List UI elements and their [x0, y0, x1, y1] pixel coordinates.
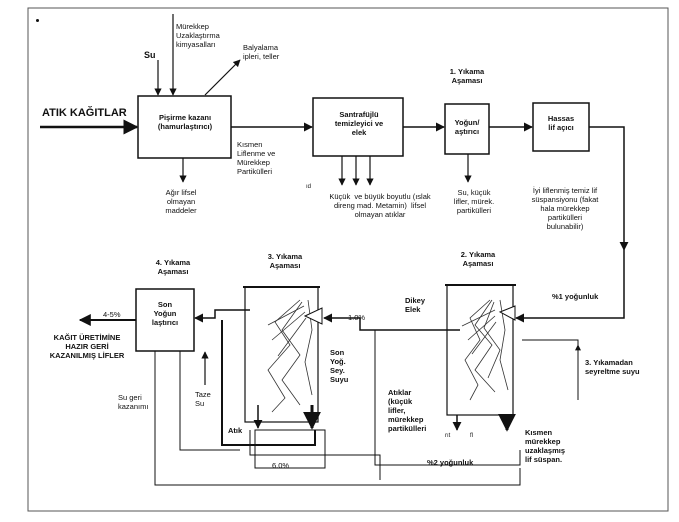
fine-fiber-opener-box	[532, 102, 590, 152]
final-thickener-box	[135, 288, 195, 352]
bottom-tray	[254, 429, 326, 469]
vertical-screen-label: Dikey Elek	[405, 296, 426, 314]
dilution-water-label: 3. Yıkamadan seyreltme suyu	[585, 358, 640, 376]
fiber-suspension-label: İyi liflenmiş temiz lif süspansiyonu (fa…	[531, 186, 599, 231]
baling-wire-label: Balyalama ipleri, teller	[243, 43, 280, 61]
small-mark-bottom: fl	[470, 433, 473, 439]
centrifugal-cleaner-box	[312, 97, 404, 157]
heavy-rejects-label: Ağır lifsel olmayan maddeler	[165, 188, 197, 215]
arrow-baling	[204, 59, 241, 96]
wash-stage-1-label: 1. Yıkama Aşaması	[449, 67, 485, 85]
small-mark-right: rıt	[445, 433, 451, 439]
wash-tank-2	[446, 284, 514, 416]
small-mark-left: ıd	[306, 184, 312, 190]
consistency-1pct-label: %1 yoğunluk	[552, 292, 599, 301]
input-waste-paper: ATIK KAĞITLAR	[42, 107, 127, 119]
pct-60-label: 6.0%	[272, 461, 290, 470]
waste-loop	[179, 351, 240, 451]
wash-stage-4-label: 4. Yıkama Aşaması	[155, 258, 191, 276]
thickener-1-box	[444, 103, 490, 155]
partial-fibers-label: Kısmen Liflenme ve Mürekkep Partikülleri	[237, 140, 276, 176]
wash-stage-3-label: 3. Yıkama Aşaması	[267, 252, 303, 270]
fine-fiber-opener-label: Hassas lif açıcı	[547, 114, 575, 132]
wash-tank-2-flow-lines	[461, 299, 509, 401]
pulper-label: Pişirme kazanı (hamurlaştırıcı)	[157, 113, 213, 131]
waste-label: Atık	[228, 426, 243, 435]
centrifugal-cleaner-label: Santrafüjlü temizleyici ve elek	[334, 110, 384, 137]
bottom-loop	[249, 430, 381, 480]
arrow-tank3-to-thickener	[194, 309, 250, 323]
ink-chemicals-label: Mürekkep Uzaklaştırma kimyasalları	[176, 22, 220, 49]
water-label: Su	[144, 50, 156, 60]
outer-frame	[27, 7, 669, 512]
recovered-fibers-label: KAĞIT ÜRETİMİNE HAZIR GERİ KAZANILMIŞ Lİ…	[49, 333, 125, 360]
pulper-box	[137, 95, 232, 159]
small-large-rejects-label: Küçük ve büyük boyutlu (ıslak direng mad…	[329, 192, 431, 219]
final-thick-water-label: Son Yoğ. Sey. Suyu	[330, 348, 349, 384]
water-small-fibers-label: Su, küçük lifler, mürek. partikülleri	[453, 188, 495, 215]
stray-dot	[36, 19, 39, 22]
pct-10-label: 1.0%	[348, 313, 366, 322]
consistency-2pct-label: %2 yoğunluk	[427, 458, 474, 467]
wash-tank-3-inlet	[303, 307, 323, 325]
water-recovery-line	[154, 351, 521, 486]
fresh-water-label: Taze Su	[195, 390, 211, 408]
rejects-ink-label: Atıklar (küçük lifler, mürekkep partikül…	[388, 388, 427, 433]
arrow-feed-tank2	[515, 250, 625, 323]
final-thickener-label: Son Yoğun laştırıcı	[151, 300, 179, 327]
wash-stage-2-label: 2. Yıkama Aşaması	[460, 250, 496, 268]
wash-tank-2-inlet	[498, 305, 516, 321]
dilution-water-line	[522, 339, 579, 400]
rejects-return-line	[374, 330, 521, 466]
thickener-tank3-loop	[221, 320, 316, 446]
partial-deinked-label: Kısmen mürekkep uzaklaşmış lif süspan.	[525, 428, 566, 464]
arrow-opener-down	[589, 126, 629, 251]
wash-tank-3-flow-lines	[267, 299, 313, 413]
water-recovery-label: Su geri kazanımı	[118, 393, 149, 411]
thickener-1-label: Yoğun/ aştırıcı	[454, 118, 480, 136]
arrow-tank2-to-tank3	[323, 313, 460, 331]
pct-4-5-label: 4-5%	[103, 310, 121, 319]
